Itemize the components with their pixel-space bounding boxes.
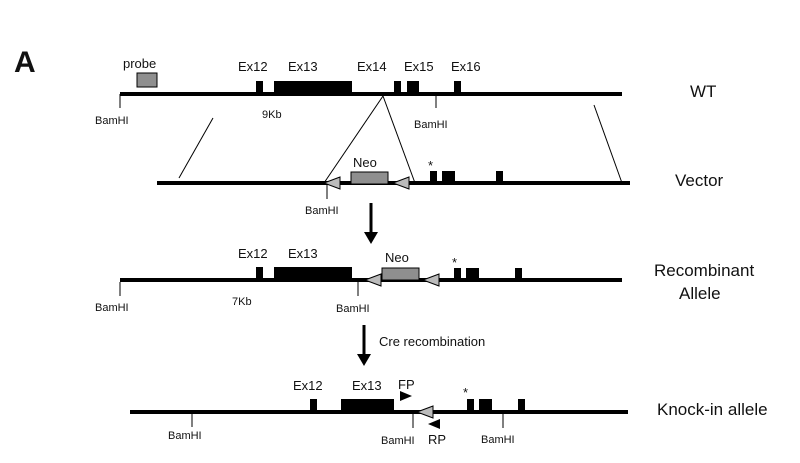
wt-bamhi-left: BamHI [95, 115, 129, 127]
wt-exon-14 [394, 81, 401, 94]
wt-exon-label: Ex13 [288, 59, 318, 74]
down-arrow-2: Cre recombination [357, 325, 485, 366]
wt-exon-label: Ex14 [357, 59, 387, 74]
recombinant-exon [466, 268, 479, 280]
panel-label: A [14, 46, 36, 79]
knockin-exon [518, 399, 525, 412]
knockin-bamhi-mid: BamHI [381, 435, 415, 447]
vector-row-label: Vector [675, 171, 724, 190]
recombinant-neo-cassette [381, 267, 420, 281]
wt-row: probe Ex12 Ex13 Ex14 Ex15 Ex16 BamHI Bam… [95, 56, 716, 131]
recombinant-exon-13 [274, 267, 352, 280]
wt-exon-label: Ex15 [404, 59, 434, 74]
loxp-triangle [421, 273, 440, 287]
vector-neo-label: Neo [353, 155, 377, 170]
wt-exon-13 [274, 81, 352, 94]
arrow-head [364, 232, 378, 244]
forward-primer-arrow [400, 391, 412, 401]
down-arrow-1 [364, 203, 378, 244]
knockin-exon-label: Ex13 [352, 378, 382, 393]
recombinant-exon-label: Ex13 [288, 246, 318, 261]
probe-label: probe [123, 56, 156, 71]
forward-primer-label: FP [398, 377, 415, 392]
wt-exon-label: Ex12 [238, 59, 268, 74]
wt-exon-15 [407, 81, 419, 94]
recombinant-exon [454, 268, 461, 280]
knockin-row-label: Knock-in allele [657, 400, 768, 419]
cre-recombination-label: Cre recombination [379, 334, 485, 349]
recombinant-exon [515, 268, 522, 280]
recombinant-mutation-asterisk: * [452, 255, 457, 270]
loxp-triangle [363, 273, 382, 287]
loxp-triangle [391, 176, 410, 190]
knockin-exon-13 [341, 399, 394, 412]
recombinant-bamhi-right: BamHI [336, 303, 370, 315]
recombinant-exon-label: Ex12 [238, 246, 268, 261]
recombinant-row-label-2: Allele [679, 284, 721, 303]
homology-line [382, 95, 416, 184]
homology-line [323, 95, 384, 184]
knockin-bamhi-right: BamHI [481, 434, 515, 446]
homology-line [593, 104, 623, 184]
vector-bamhi: BamHI [305, 205, 339, 217]
recombinant-row: Ex12 Ex13 Neo * BamHI BamHI 7Kb Recombin… [95, 246, 754, 315]
knockin-exon [479, 399, 492, 412]
homology-lines [178, 95, 623, 184]
reverse-primer-label: RP [428, 432, 446, 447]
knockin-row: Ex12 Ex13 FP RP * BamHI BamHI BamHI Knoc… [130, 377, 768, 447]
knockin-exon-12 [310, 399, 317, 412]
knockin-exon [467, 399, 474, 412]
reverse-primer-arrow [428, 419, 440, 429]
recombinant-neo-label: Neo [385, 250, 409, 265]
loxp-triangle [415, 405, 434, 419]
loxp-triangle [322, 176, 341, 190]
knockin-mutation-asterisk: * [463, 385, 468, 400]
vector-mutation-asterisk: * [428, 158, 433, 173]
wt-exon-16 [454, 81, 461, 94]
probe-box [136, 72, 158, 88]
wt-exon-12 [256, 81, 263, 94]
vector-exon [430, 171, 437, 183]
recombinant-row-label: Recombinant [654, 261, 754, 280]
vector-neo-cassette [350, 171, 389, 185]
recombinant-bamhi-left: BamHI [95, 302, 129, 314]
wt-fragment-size: 9Kb [262, 109, 282, 121]
wt-bamhi-right: BamHI [414, 119, 448, 131]
vector-row: Neo * BamHI Vector [157, 155, 724, 217]
vector-exon [496, 171, 503, 183]
recombinant-fragment-size: 7Kb [232, 296, 252, 308]
recombinant-exon-12 [256, 267, 263, 280]
vector-exon [442, 171, 455, 183]
arrow-head [357, 354, 371, 366]
wt-row-label: WT [690, 82, 716, 101]
knockin-exon-label: Ex12 [293, 378, 323, 393]
wt-exon-label: Ex16 [451, 59, 481, 74]
homology-line [178, 117, 214, 179]
knockin-bamhi-left: BamHI [168, 430, 202, 442]
